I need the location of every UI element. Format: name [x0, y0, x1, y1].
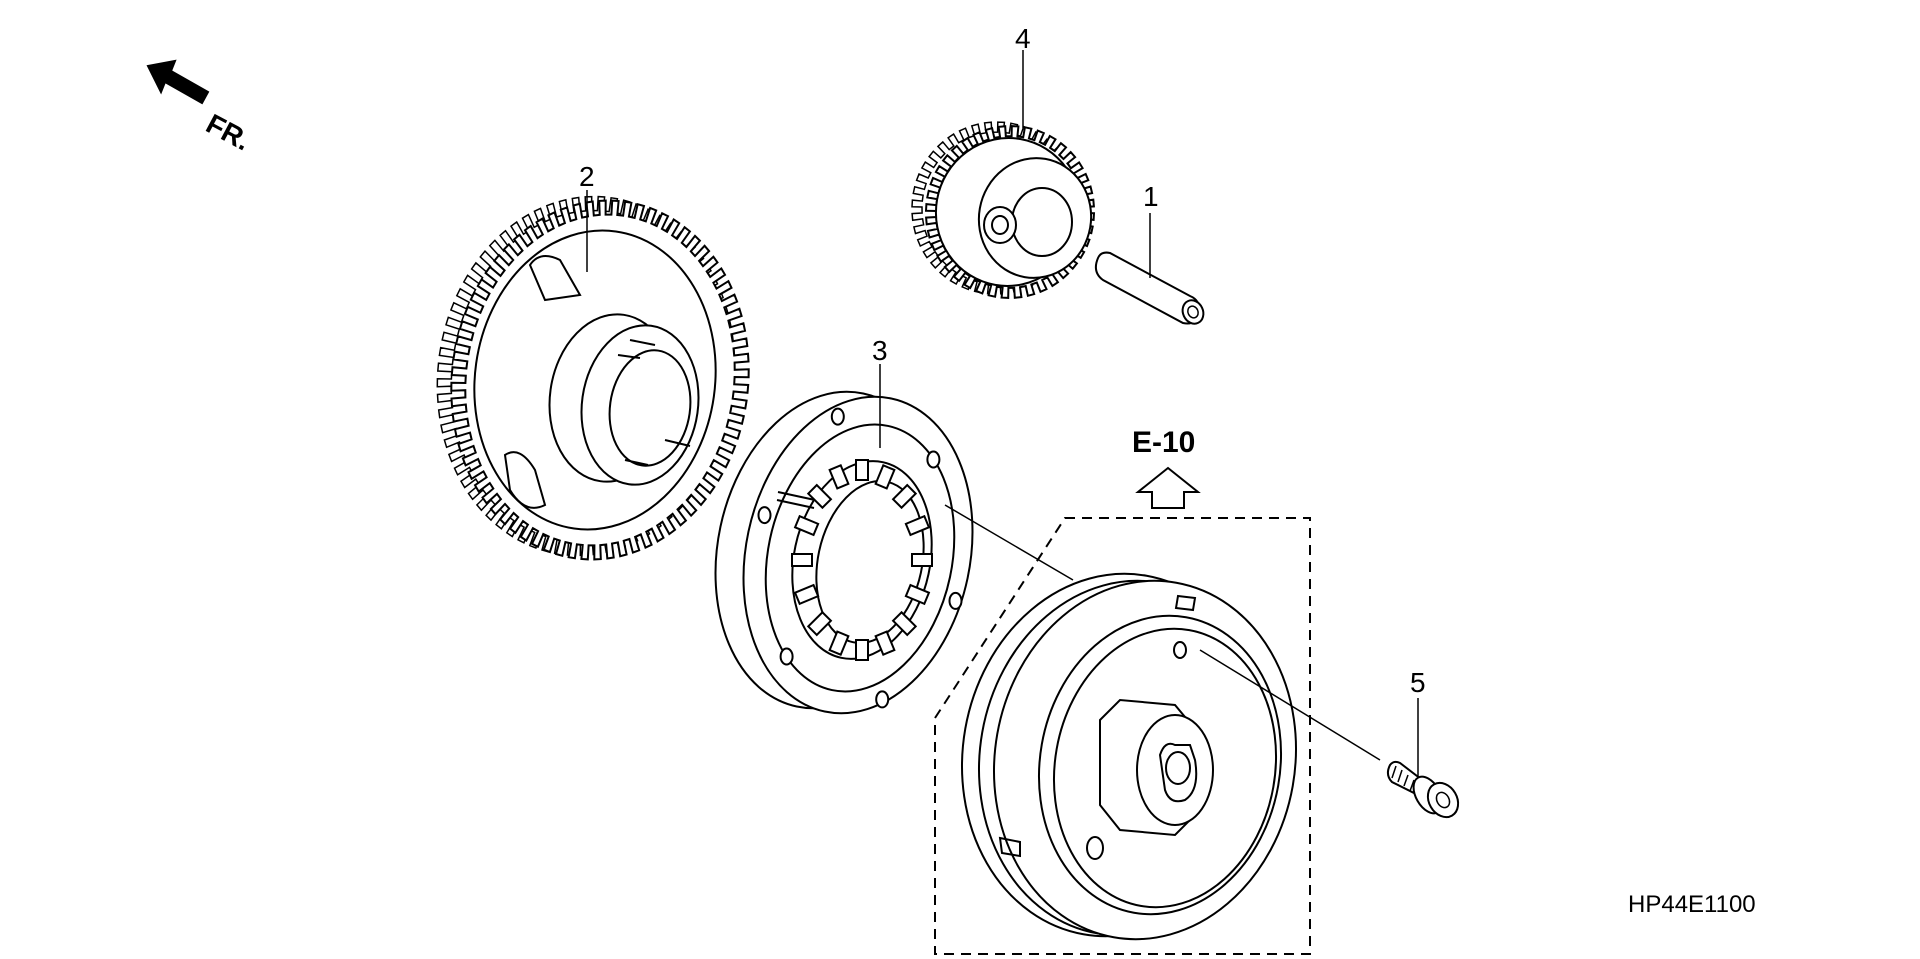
callout-1: 1 [1143, 181, 1159, 212]
starter-driven-gear[interactable] [436, 195, 750, 561]
clutch-roller [911, 553, 933, 567]
bolt-hole [926, 450, 941, 469]
reference-label: E-10 [1132, 426, 1195, 459]
flywheel-rotor[interactable] [934, 549, 1324, 959]
drawing-code: HP44E1100 [1628, 891, 1756, 918]
clutch-roller [874, 630, 896, 656]
reference-e10[interactable]: E-10 [1132, 426, 1201, 509]
clutch-roller [904, 583, 931, 606]
up-arrow-icon [1135, 466, 1201, 509]
clutch-roller [828, 464, 850, 490]
bolt-hole [830, 407, 845, 426]
clutch-roller [874, 464, 896, 490]
clutch-roller [891, 610, 918, 637]
front-direction-arrow-icon: FR. [146, 59, 256, 157]
clutch-roller [904, 514, 931, 537]
clutch-roller [806, 610, 833, 637]
callout-5: 5 [1410, 667, 1426, 698]
flange-bolt[interactable] [1386, 760, 1464, 823]
bolt-hole [757, 506, 772, 525]
clutch-roller [855, 459, 869, 481]
callout-3: 3 [872, 335, 888, 366]
shaft-pin[interactable] [1094, 251, 1207, 328]
bolt-hole [875, 690, 890, 709]
clutch-roller [828, 630, 850, 656]
starter-reduction-gear[interactable] [911, 121, 1101, 299]
clutch-roller [855, 639, 869, 661]
leader-lines [586, 50, 1419, 778]
clutch-roller [891, 483, 918, 510]
clutch-roller [793, 514, 820, 537]
clutch-roller [793, 583, 820, 606]
clutch-roller [791, 553, 813, 567]
clutch-rollers [791, 459, 933, 661]
flywheel-assembly-boundary [934, 517, 1311, 955]
clutch-roller [806, 483, 833, 510]
callout-2: 2 [579, 161, 595, 192]
front-direction-label: FR. [201, 108, 255, 157]
clutch-bolt-holes [757, 407, 963, 709]
starter-one-way-clutch[interactable] [687, 370, 1001, 735]
bolt-hole [779, 647, 794, 666]
callout-4: 4 [1015, 23, 1031, 54]
bolt-hole [948, 591, 963, 610]
